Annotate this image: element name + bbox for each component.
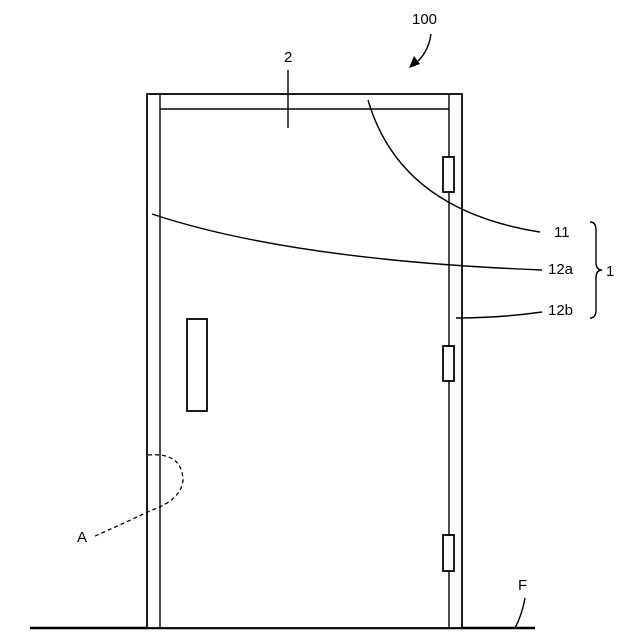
label-frame-head: 11: [554, 224, 570, 241]
leader-jamb-right: [456, 312, 542, 318]
floor-leader: [515, 598, 525, 628]
group-brace: [590, 222, 602, 318]
label-detail: A: [77, 529, 87, 546]
label-floor: F: [518, 577, 527, 594]
label-panel: 2: [284, 49, 292, 66]
label-jamb-left: 12a: [548, 261, 574, 278]
door-handle: [187, 319, 207, 411]
label-frame-group: 1: [606, 263, 614, 280]
label-assembly: 100: [412, 11, 437, 28]
hinge-middle: [443, 346, 454, 381]
hinge-top: [443, 157, 454, 192]
assembly-arrowhead: [409, 56, 420, 68]
hinge-bottom: [443, 535, 454, 571]
label-jamb-right: 12b: [548, 302, 573, 319]
